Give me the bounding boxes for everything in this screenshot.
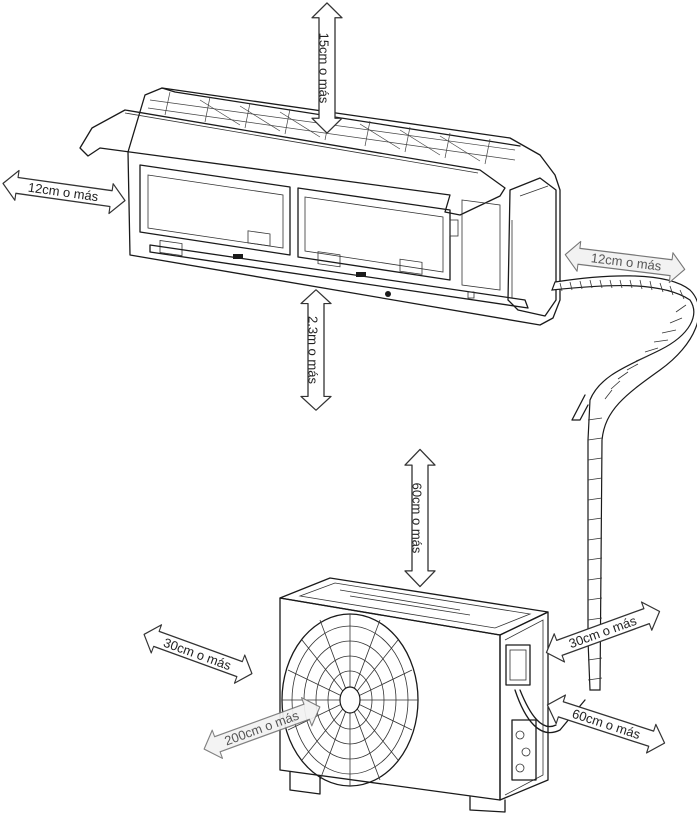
arrow-outdoor-back-right: 60cm o más	[542, 690, 670, 758]
label-outdoor-top: 60cm o más	[410, 483, 425, 554]
arrow-indoor-right: 12cm o más	[562, 239, 688, 285]
arrow-outdoor-right: 30cm o más	[540, 596, 666, 668]
refrigerant-pipe	[514, 275, 697, 734]
arrow-outdoor-left: 30cm o más	[138, 619, 258, 689]
outdoor-unit	[279, 577, 549, 813]
arrow-indoor-bottom: 2.3m o más	[300, 289, 332, 411]
arrow-indoor-left: 12cm o más	[0, 167, 128, 217]
indoor-unit	[79, 87, 561, 326]
label-outdoor-front: 200cm o más	[222, 707, 301, 748]
label-indoor-top: 15cm o más	[317, 33, 332, 104]
arrow-outdoor-front: 200cm o más	[198, 692, 326, 764]
label-indoor-bottom: 2.3m o más	[306, 316, 321, 384]
arrow-outdoor-top: 60cm o más	[404, 448, 436, 588]
arrow-indoor-top: 15cm o más	[311, 2, 343, 134]
